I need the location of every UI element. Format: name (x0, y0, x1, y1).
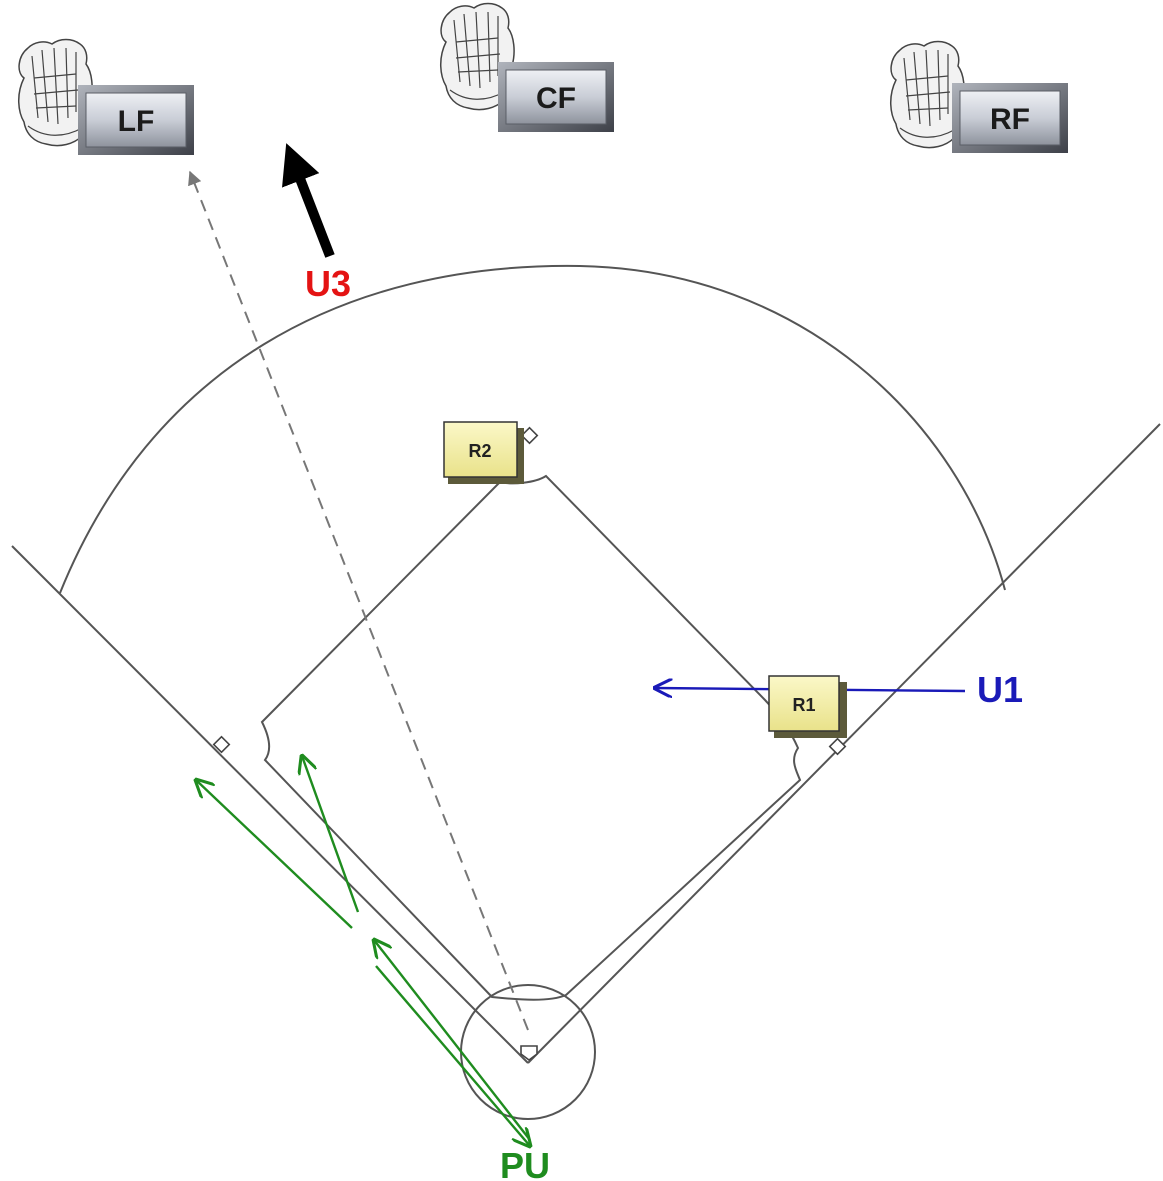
runner-label-r2: R2 (468, 441, 491, 461)
infield-diamond (260, 474, 802, 1001)
fielder-cf: CF (439, 2, 614, 132)
runner-r2: R2 (443, 421, 524, 484)
third-base-icon (212, 735, 231, 754)
pu-arrow-return-lower (375, 965, 530, 1146)
field-outline (11, 264, 1161, 1120)
fielder-button-lf: LF (78, 85, 194, 155)
runner-r1: R1 (768, 675, 847, 738)
fielder-label-lf: LF (118, 105, 155, 138)
fielder-rf: RF (889, 40, 1068, 153)
u3-movement-arrow (282, 143, 335, 258)
umpire-label-pu: PU (500, 1145, 550, 1181)
pu-arrow-third-line (196, 780, 353, 929)
second-base-icon (520, 426, 539, 445)
pu-arrow-infield (302, 756, 360, 913)
runner-label-r1: R1 (792, 695, 815, 715)
fielder-label-cf: CF (536, 82, 576, 115)
first-base-icon (828, 737, 847, 756)
fielder-button-rf: RF (952, 83, 1068, 153)
left-foul-line (11, 545, 529, 1064)
infield-arc (59, 264, 1006, 594)
fielder-lf: LF (17, 38, 194, 155)
umpire-label-u3: U3 (305, 263, 351, 304)
fielder-label-rf: RF (990, 103, 1030, 136)
umpire-label-u1: U1 (977, 669, 1023, 710)
ball-path-line (188, 170, 529, 1031)
pu-arrow-return-upper (374, 940, 531, 1141)
fielder-button-cf: CF (498, 62, 614, 132)
pu-movement-arrows (196, 756, 530, 1146)
right-foul-line (527, 423, 1161, 1064)
home-plate-icon (520, 1045, 538, 1061)
bases (212, 426, 847, 1061)
